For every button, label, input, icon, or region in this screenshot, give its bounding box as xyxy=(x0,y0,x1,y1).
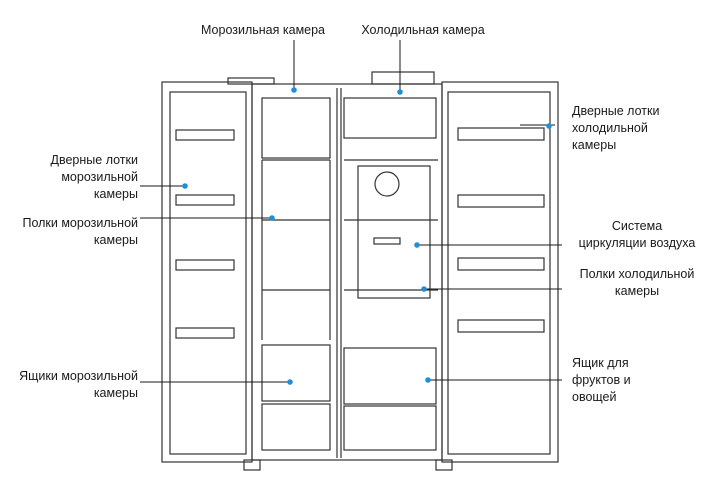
pointer-dots xyxy=(182,87,552,385)
freezer-door-bins xyxy=(175,129,235,339)
foot-left xyxy=(243,459,261,471)
dot-freezer-drawers xyxy=(287,379,293,385)
fridge-door xyxy=(441,81,559,463)
fridge-door-bins xyxy=(457,127,545,333)
label-freezer-door-bins: Дверные лотки морозильной камеры xyxy=(50,153,138,201)
fan-circle xyxy=(374,171,400,197)
label-freezer-drawers: Ящики морозильной камеры xyxy=(19,369,138,400)
label-crisper: Ящик для фруктов и овощей xyxy=(572,356,631,404)
label-fridge-shelves: Полки холодильной камеры xyxy=(579,267,695,298)
foot-right xyxy=(435,459,453,471)
fridge-outline xyxy=(161,71,559,471)
fridge-hinge xyxy=(371,71,435,85)
dot-fridge-door-bins xyxy=(546,123,552,129)
leader-lines xyxy=(140,40,562,383)
label-air-system: Система циркуляции воздуха xyxy=(578,219,696,250)
dot-crisper xyxy=(425,377,431,383)
label-fridge: Холодильная камера xyxy=(361,23,485,37)
dot-freezer xyxy=(291,87,297,93)
dot-freezer-shelves xyxy=(269,215,275,221)
label-freezer: Морозильная камера xyxy=(200,23,326,37)
air-circulation-duct xyxy=(357,165,431,299)
freezer-door xyxy=(161,81,253,463)
dot-fridge xyxy=(397,89,403,95)
dot-air-system xyxy=(414,242,420,248)
freezer-hinge xyxy=(227,77,275,85)
crisper-drawers xyxy=(343,347,437,451)
dot-fridge-shelves xyxy=(421,286,427,292)
label-freezer-shelves: Полки морозильной камеры xyxy=(22,216,138,247)
dot-freezer-door-bins xyxy=(182,183,188,189)
label-fridge-door-bins: Дверные лотки холодильной камеры xyxy=(572,104,660,152)
freezer-drawers xyxy=(261,344,331,451)
